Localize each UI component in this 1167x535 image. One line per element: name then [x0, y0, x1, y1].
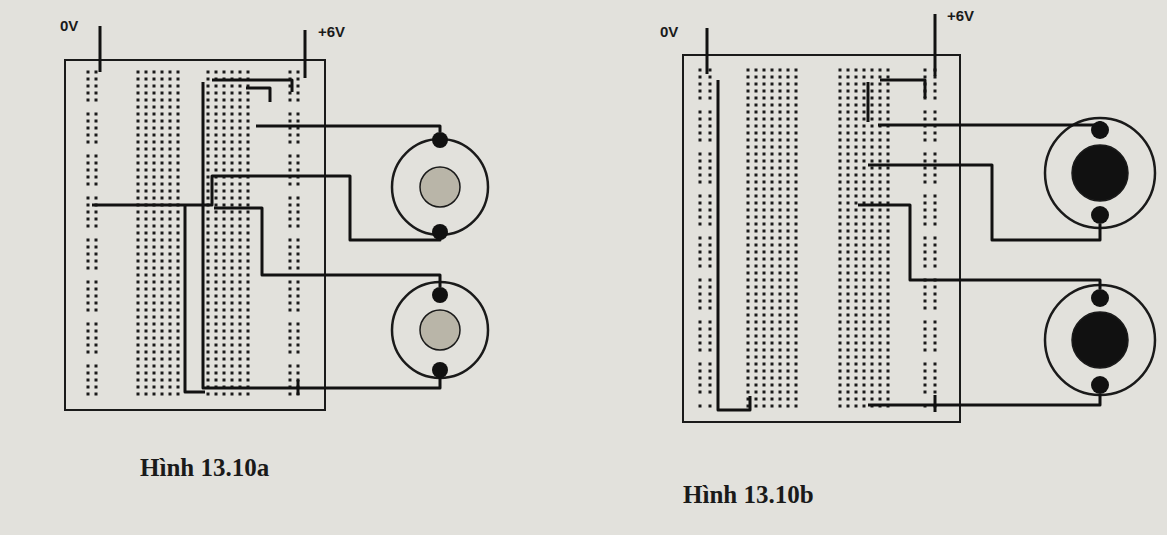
figure-caption: Hình 13.10a — [140, 455, 269, 480]
supply-label: 0V — [60, 18, 78, 33]
supply-label: +6V — [318, 24, 345, 39]
lamp-bulb — [420, 145, 1128, 368]
supply-label: 0V — [660, 24, 678, 39]
lamp-terminal — [432, 121, 1109, 394]
figure-caption: Hình 13.10b — [683, 482, 814, 507]
lamp-holder — [392, 118, 1155, 395]
breadboard-holes — [87, 69, 937, 408]
breadboard-outline — [65, 55, 960, 422]
wire — [92, 14, 1100, 412]
supply-label: +6V — [947, 8, 974, 23]
